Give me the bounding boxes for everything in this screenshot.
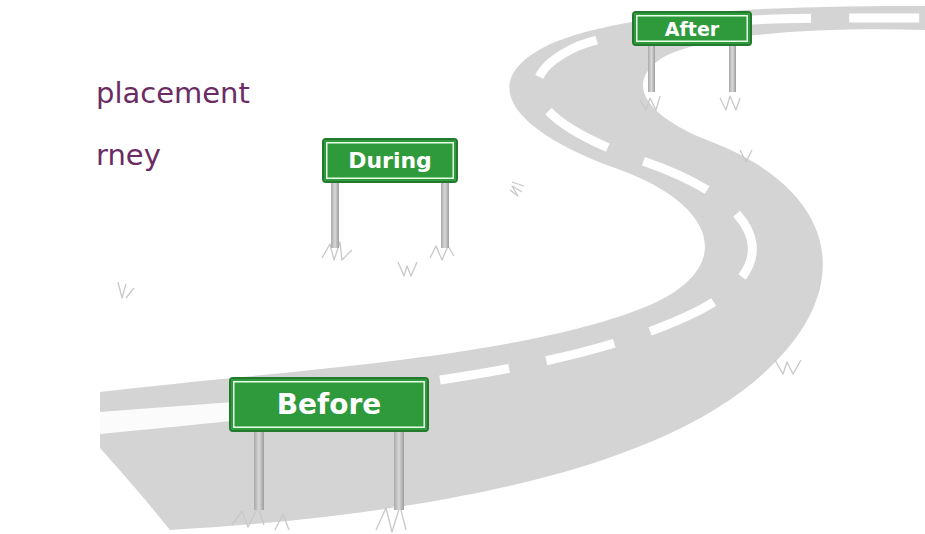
grass-tufts [118, 96, 801, 532]
road-sign: During [322, 138, 458, 183]
sign-label: Before [277, 388, 382, 421]
road-sign: After [632, 11, 752, 46]
sign-posts [254, 44, 736, 510]
sign-label: During [348, 148, 432, 173]
sign-label: After [665, 18, 719, 40]
road-centre-line [440, 18, 925, 380]
road-sign: Before [229, 377, 429, 432]
title: placement rney [96, 62, 286, 186]
